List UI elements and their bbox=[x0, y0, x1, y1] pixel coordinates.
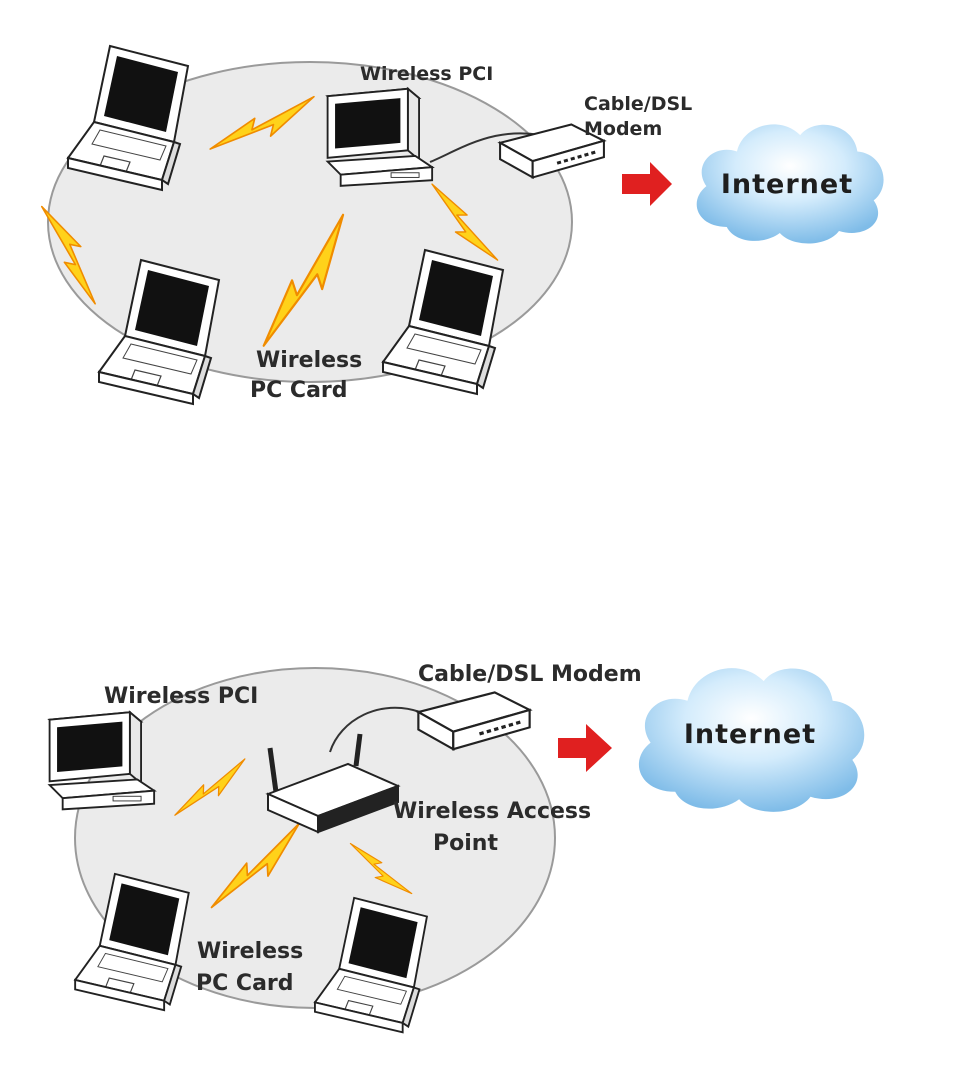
arrow-icon bbox=[558, 724, 612, 772]
desktop-pc-icon bbox=[50, 712, 155, 809]
label-internet: Internet bbox=[721, 169, 853, 200]
label-ap-line2: Point bbox=[433, 831, 498, 856]
label-modem-line1: Cable/DSL bbox=[584, 93, 692, 115]
arrow-icon bbox=[622, 162, 672, 206]
laptop-icon bbox=[68, 46, 188, 190]
label-card-line1: Wireless bbox=[197, 939, 303, 964]
desktop-pc-icon bbox=[328, 89, 433, 186]
label-modem-line2: Modem bbox=[584, 118, 662, 140]
diagram-adhoc: Wireless PCI Cable/DSL Modem Wireless PC… bbox=[42, 46, 884, 404]
label-card-line1: Wireless bbox=[256, 348, 362, 373]
label-modem: Cable/DSL Modem bbox=[418, 662, 642, 687]
label-internet: Internet bbox=[684, 719, 816, 750]
label-card-line2: PC Card bbox=[250, 378, 348, 403]
label-wireless-pci: Wireless PCI bbox=[360, 63, 493, 85]
label-wireless-pci: Wireless PCI bbox=[104, 684, 258, 709]
diagram-infrastructure: Wireless PCI Cable/DSL Modem Wireless Ac… bbox=[50, 662, 865, 1032]
label-ap-line1: Wireless Access bbox=[393, 799, 591, 824]
label-card-line2: PC Card bbox=[196, 971, 294, 996]
